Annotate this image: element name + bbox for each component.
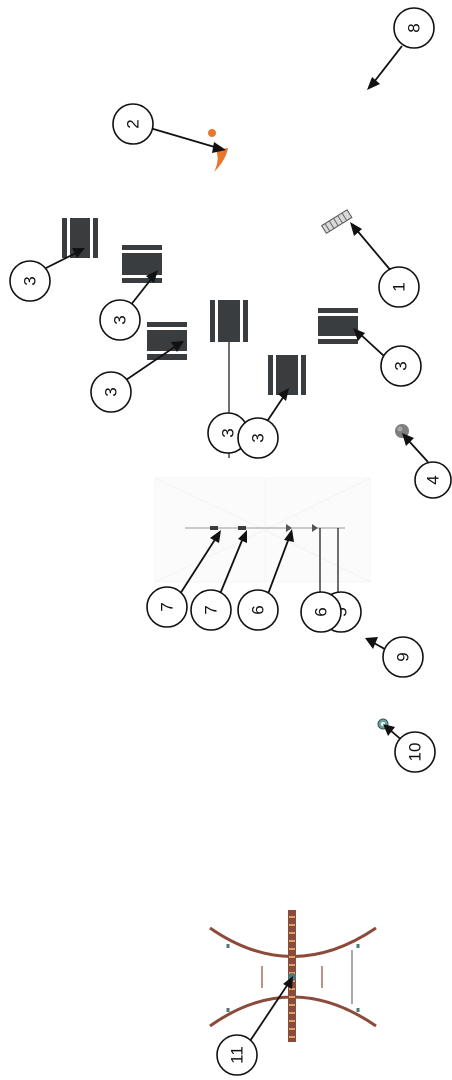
leader-7a <box>179 537 217 595</box>
callout-3a-label: 3 <box>21 276 40 285</box>
callout-3c-label: 3 <box>102 387 121 396</box>
arrowhead-2 <box>212 142 226 153</box>
arrowhead-3b <box>146 270 158 283</box>
arrowhead-7a <box>210 530 221 543</box>
leader-6a <box>267 537 290 595</box>
callout-4-label: 4 <box>424 475 443 484</box>
callout-6b: 6 <box>300 591 342 633</box>
callout-3d-label: 3 <box>219 428 238 437</box>
callout-3f: 3 <box>380 345 422 387</box>
callout-6a-label: 6 <box>249 605 268 614</box>
arrowhead-1 <box>350 222 362 236</box>
part-orange-2 <box>208 129 228 172</box>
leader-2 <box>149 127 219 149</box>
leader-3f <box>359 333 385 357</box>
part-tool-1 <box>320 209 353 235</box>
leader-3e <box>267 395 285 421</box>
part-block-3d <box>210 300 248 458</box>
leader-3a <box>45 251 79 269</box>
arrowhead-8 <box>367 77 380 90</box>
arrowhead-10 <box>383 724 395 736</box>
leader-7b <box>219 537 244 595</box>
leader-4 <box>407 439 429 463</box>
leader-3b <box>129 277 153 307</box>
callout-7b: 7 <box>190 589 232 631</box>
arrowhead-3c <box>171 341 184 352</box>
callout-3b-label: 3 <box>111 315 130 324</box>
callout-7b-label: 7 <box>202 605 221 614</box>
callout-2-label: 2 <box>124 119 143 128</box>
callout-7a: 7 <box>146 586 188 628</box>
callout-7a-label: 7 <box>158 602 177 611</box>
arrowhead-3f <box>353 328 365 341</box>
callout-2: 2 <box>112 103 154 145</box>
part-block-3c <box>147 322 187 360</box>
callout-8: 8 <box>393 7 435 49</box>
callout-10: 10 <box>394 731 436 773</box>
arrowhead-7b <box>238 530 247 543</box>
callout-3a: 3 <box>9 260 51 302</box>
arrowhead-6a <box>284 529 294 542</box>
callout-11-label: 11 <box>228 1046 247 1064</box>
callout-9: 9 <box>382 636 424 678</box>
callout-8-label: 8 <box>405 23 424 32</box>
leader-8 <box>373 45 403 83</box>
part-bridge-11 <box>209 910 377 1042</box>
callout-1-label: 1 <box>390 282 409 291</box>
callout-3b: 3 <box>99 299 141 341</box>
part-block-3f <box>318 308 358 344</box>
part-block-3b <box>122 245 162 283</box>
arrowhead-11 <box>283 976 293 989</box>
callout-6b-label: 6 <box>312 607 331 616</box>
leader-lines <box>45 45 429 1045</box>
callout-10-label: 10 <box>406 743 425 762</box>
callout-1: 1 <box>378 266 420 308</box>
arrowhead-4 <box>402 433 414 446</box>
arrowhead-3a <box>72 248 85 258</box>
callout-9-label: 9 <box>394 652 413 661</box>
arrowhead-9 <box>365 637 378 649</box>
leader-11 <box>247 983 289 1045</box>
callout-3e-label: 3 <box>249 433 268 442</box>
leader-1 <box>354 227 393 273</box>
part-block-3e <box>268 355 306 395</box>
callout-3e: 3 <box>237 417 279 459</box>
callout-3c: 3 <box>90 371 132 413</box>
arrowhead-3e <box>278 388 289 401</box>
callout-11: 11 <box>216 1034 258 1076</box>
leader-3c <box>125 345 177 381</box>
callout-3f-label: 3 <box>392 361 411 370</box>
callout-6a: 6 <box>237 589 279 631</box>
callout-4: 4 <box>414 461 452 499</box>
